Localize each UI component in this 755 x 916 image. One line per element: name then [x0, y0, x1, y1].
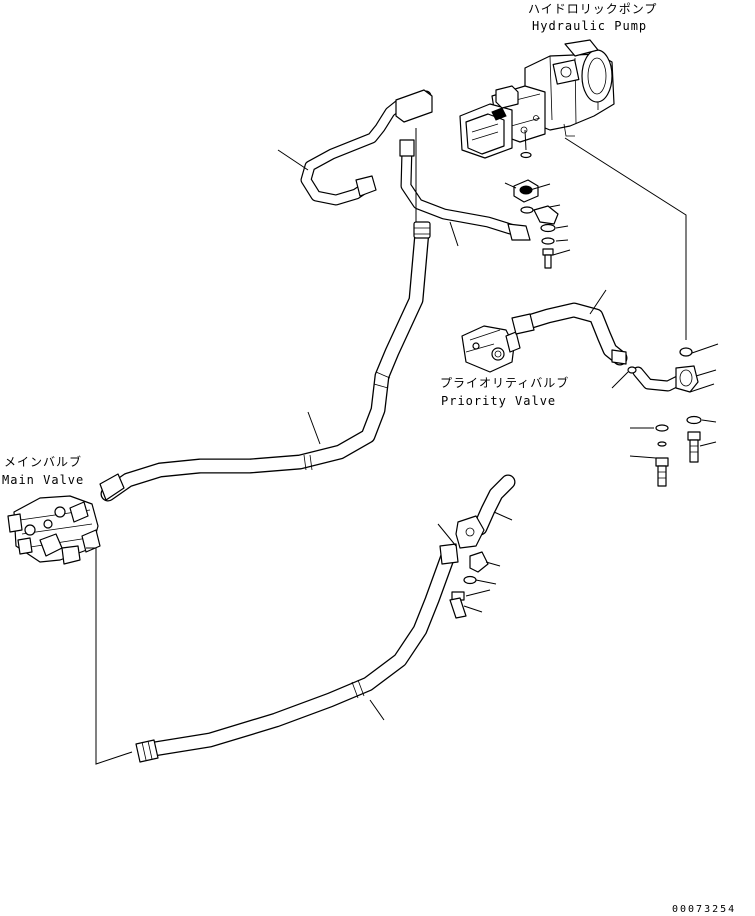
- hose-pump-to-main-valve: [99, 221, 431, 502]
- hydraulic-pump: [459, 39, 615, 159]
- right-elbow-pipe: [632, 365, 699, 393]
- hydraulic-pump-label-jp: ハイドロリックポンプ: [528, 2, 657, 16]
- main-valve: [7, 495, 101, 565]
- lower-fittings: [449, 551, 501, 619]
- priority-valve: [461, 325, 521, 373]
- pump-fittings: [504, 179, 571, 269]
- priority-valve-label-jp: プライオリティバルブ: [440, 375, 569, 390]
- drawing-number: 00073254: [672, 904, 736, 915]
- upper-pipe-1: [300, 89, 433, 206]
- main-valve-label-jp: メインバルブ: [4, 454, 82, 469]
- hose-priority-valve: [511, 302, 628, 366]
- hose-lower-return: [135, 543, 459, 763]
- right-bolts: [629, 415, 717, 487]
- upper-pipe-2: [399, 139, 531, 241]
- hose-lower-flange: [455, 474, 516, 549]
- hydraulic-pump-label-en: Hydraulic Pump: [532, 19, 647, 33]
- priority-valve-label-en: Priority Valve: [441, 394, 556, 408]
- main-valve-label-en: Main Valve: [2, 473, 84, 487]
